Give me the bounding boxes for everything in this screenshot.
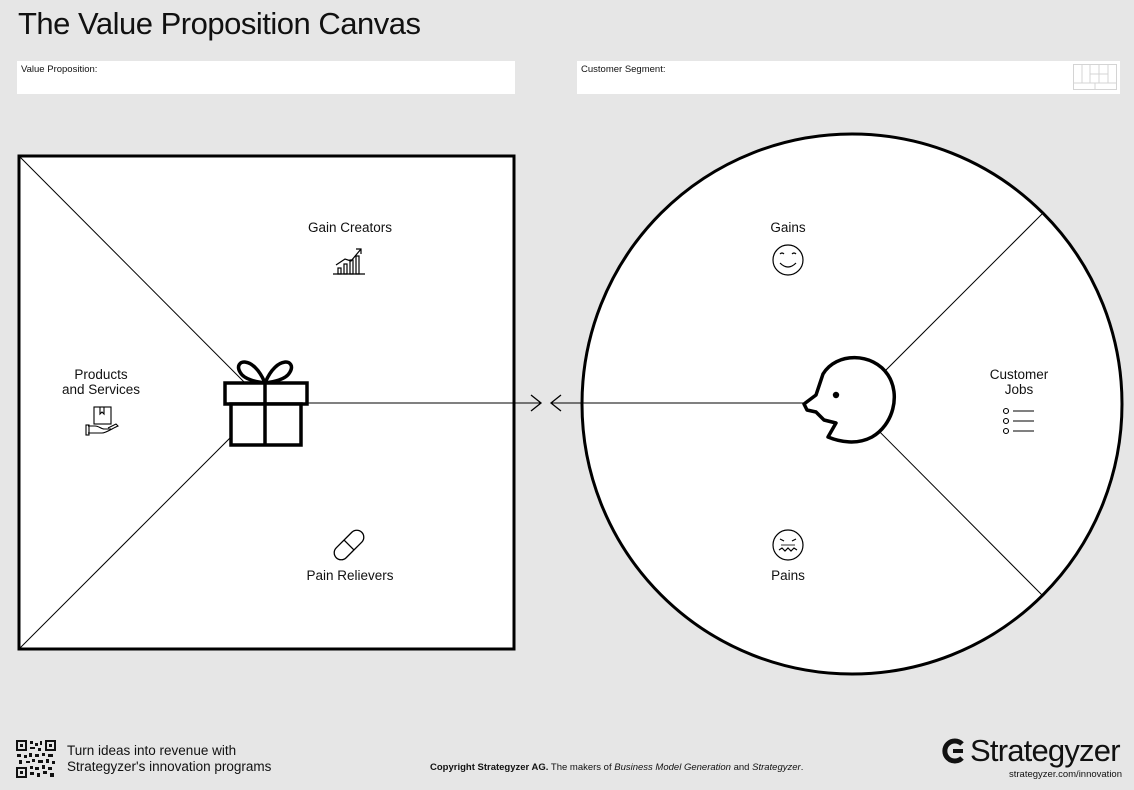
pain-relievers-label: Pain Relievers — [306, 568, 394, 583]
customer-jobs-label: Customer Jobs — [974, 367, 1064, 397]
smile-icon — [772, 244, 804, 276]
gains-label: Gains — [770, 220, 806, 235]
value-proposition-field[interactable]: Value Proposition: — [17, 61, 515, 94]
copyright-end: . — [800, 762, 804, 773]
customer-segment-field[interactable]: Customer Segment: — [577, 61, 1120, 94]
face-profile-icon — [802, 355, 897, 444]
brand-name: Strategyzer — [970, 733, 1121, 768]
pill-icon — [333, 529, 365, 561]
promo-line-2: Strategyzer's innovation programs — [67, 759, 272, 774]
value-proposition-label: Value Proposition: — [21, 64, 98, 75]
copyright-text: Copyright Strategyzer AG. The makers of … — [430, 762, 803, 773]
product-hand-icon — [85, 406, 119, 436]
gift-icon — [223, 360, 309, 447]
pains-label: Pains — [771, 568, 805, 583]
promo-text: Turn ideas into revenue with Strategyzer… — [67, 743, 271, 775]
brand-url[interactable]: strategyzer.com/innovation — [1009, 769, 1123, 780]
profile-divider-bottom — [851, 403, 1043, 596]
products-line-2: and Services — [61, 382, 141, 397]
frown-icon — [772, 529, 804, 561]
copyright-part-2: and — [730, 762, 753, 773]
products-services-label: Products and Services — [46, 367, 156, 397]
customer-jobs-line-2: Jobs — [1004, 382, 1034, 397]
copyright-italic-1: Business Model Generation — [614, 762, 731, 773]
customer-segment-label: Customer Segment: — [581, 64, 666, 75]
promo-line-1: Turn ideas into revenue with — [67, 743, 237, 758]
qr-code-icon — [16, 740, 56, 778]
products-line-1: Products — [74, 367, 128, 382]
page-title: The Value Proposition Canvas — [18, 6, 421, 41]
customer-jobs-line-1: Customer — [989, 367, 1049, 382]
copyright-italic-2: Strategyzer — [752, 762, 801, 773]
value-map-diagonal-top — [19, 156, 266, 404]
copyright-part-1: The makers of — [548, 762, 615, 773]
arrow-left-icon — [549, 394, 562, 412]
strategyzer-logo-icon — [942, 738, 964, 764]
mini-canvas-grid-icon — [1073, 64, 1117, 90]
copyright-bold: Copyright Strategyzer AG. — [430, 762, 549, 773]
gain-creators-label: Gain Creators — [307, 220, 393, 235]
growth-chart-icon — [333, 248, 365, 275]
value-map-diagonal-bottom — [19, 402, 266, 649]
arrow-right-icon — [530, 394, 543, 412]
job-list-icon — [1002, 407, 1034, 435]
